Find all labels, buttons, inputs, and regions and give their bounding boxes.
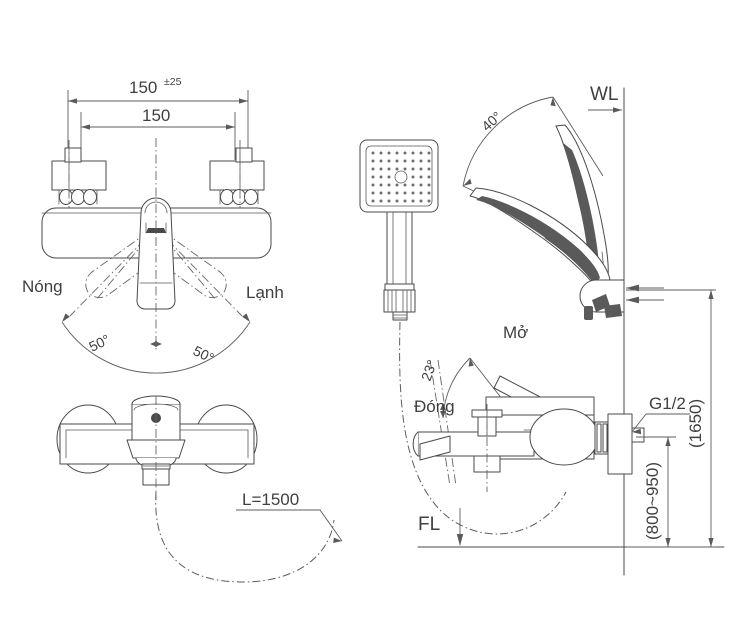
angle-50-left: 50°: [86, 331, 112, 355]
faucet-body-side: [412, 396, 645, 492]
dim-outer-value: 150: [129, 78, 157, 97]
angle-23-label: 23°: [418, 358, 440, 383]
dimension-text-outer: 150 ±25: [129, 76, 182, 97]
lever-swing-23: [429, 357, 507, 487]
shower-holder-bracket: [579, 279, 625, 320]
label-close: Đóng: [414, 397, 455, 416]
shower-handle: [383, 211, 416, 321]
shower-hose-elevation: [399, 321, 567, 535]
dimension-outer-150: [67, 90, 249, 165]
view-shower-holder: WL 40°: [462, 84, 664, 576]
cartridge-plan: [126, 395, 186, 500]
label-hot: Nóng: [22, 277, 63, 296]
leader-thread-g12: [631, 413, 690, 435]
shower-nozzle-pattern: [371, 151, 431, 203]
view-faucet-side: 23° Mở Đóng: [412, 289, 725, 548]
diverter-knob: [471, 404, 503, 492]
floor-line-label: FL: [418, 514, 440, 535]
dimension-faucet-height: [636, 436, 676, 547]
view-front-elevation: Nóng Lạnh 50° 50° 150 ±25 150: [22, 76, 284, 374]
mixer-lever-front: [136, 138, 176, 352]
total-height-label: (1650): [686, 399, 705, 448]
wall-plate: [607, 413, 633, 475]
angle-50-right: 50°: [191, 342, 217, 366]
hand-shower-assembly: [359, 139, 567, 535]
shower-hose-plan: [155, 491, 335, 583]
dim-outer-tolerance: ±25: [164, 76, 182, 88]
leader-hose-length: [236, 509, 343, 543]
angle-40-label: 40°: [478, 108, 504, 134]
faucet-height-label: (800~950): [643, 462, 662, 540]
shower-head-inner: [365, 145, 433, 207]
hose-length-label: L=1500: [242, 490, 299, 509]
floor-line-marker: [456, 508, 464, 546]
wall-fitting-right: [209, 147, 265, 205]
label-cold: Lạnh: [246, 283, 284, 302]
faucet-outlet-side: [529, 408, 610, 466]
wall-line-marker: [588, 107, 622, 113]
wall-fitting-left: [51, 147, 107, 205]
view-bottom-plan: L=1500: [56, 395, 343, 583]
holder-outlet-arrows: [626, 284, 664, 304]
dim-inner-value: 150: [142, 106, 170, 125]
label-open: Mở: [503, 323, 528, 342]
dimension-total-height: [626, 289, 716, 548]
wall-line-label: WL: [590, 84, 619, 105]
thread-label: G1/2: [649, 394, 686, 413]
